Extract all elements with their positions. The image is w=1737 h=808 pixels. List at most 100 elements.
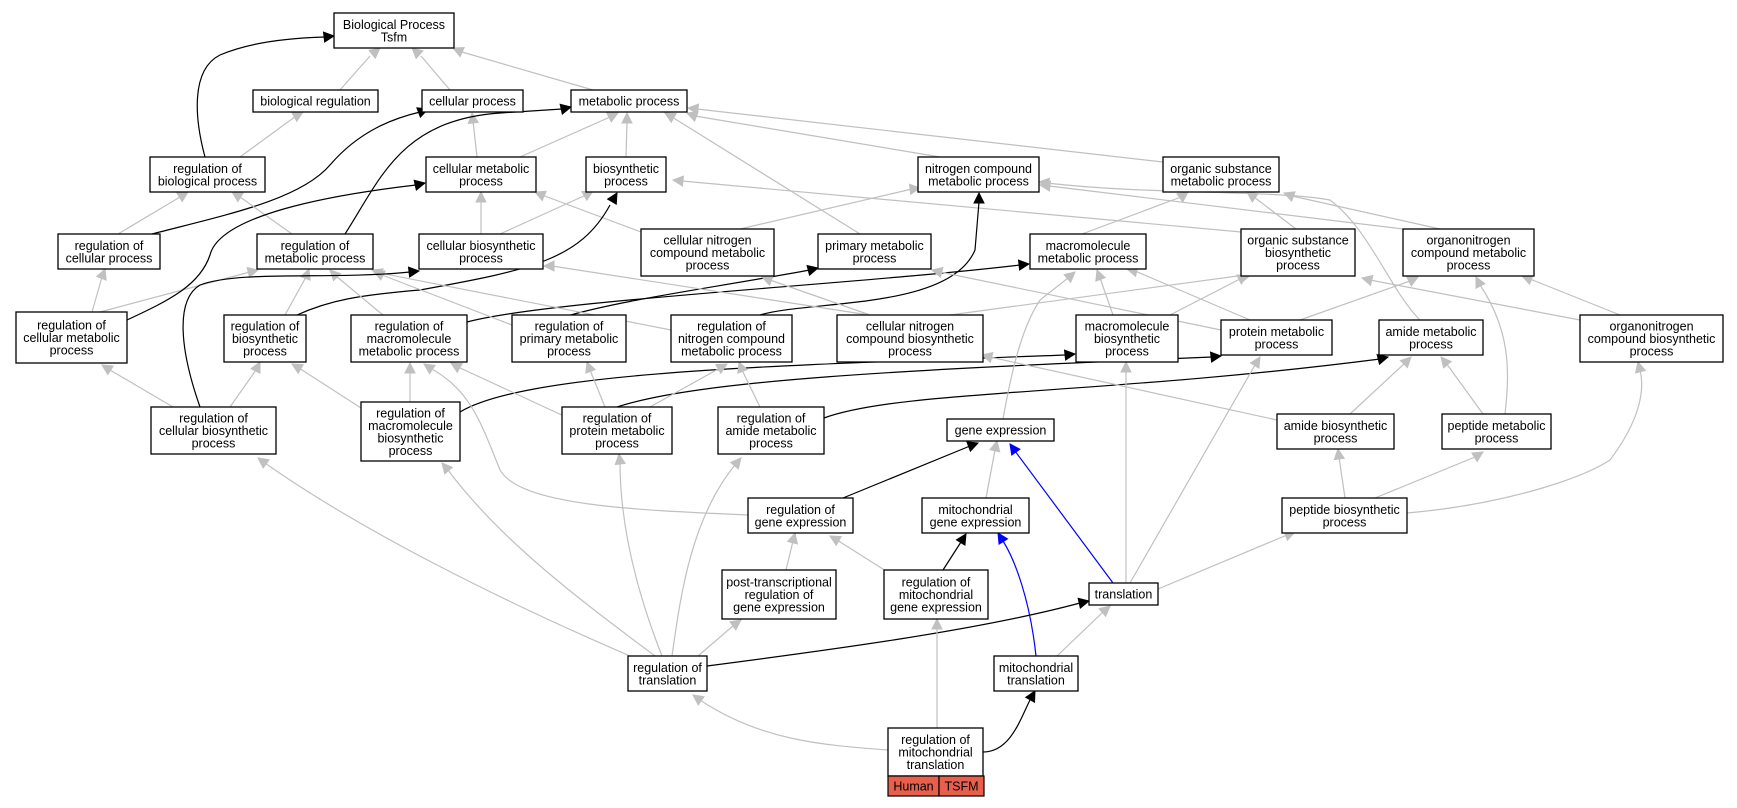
- edge-arrowhead: [1037, 177, 1051, 190]
- edge-arrowhead: [621, 111, 633, 124]
- node-translation[interactable]: translation: [1088, 582, 1159, 606]
- node-box: [223, 314, 307, 363]
- node-box: [149, 156, 266, 193]
- edge-peptbiosyn-to-oncbp: [1406, 360, 1647, 514]
- node-box: [883, 569, 989, 620]
- edge-arrowhead: [908, 183, 922, 196]
- edge-arrowhead: [451, 46, 465, 58]
- edge-arrowhead: [1360, 274, 1374, 287]
- edge-arrowhead: [404, 361, 416, 374]
- node-box: [1441, 413, 1552, 450]
- edge-arrowhead: [686, 103, 700, 115]
- edge-arrowhead: [413, 179, 427, 191]
- node-geneexp[interactable]: gene expression: [946, 418, 1055, 442]
- node-box: [817, 233, 932, 270]
- edge-line: [1299, 280, 1411, 321]
- node-box: [887, 727, 984, 777]
- edge-peptmet-to-oncmp: [1475, 275, 1509, 415]
- edge-regmacbiosyn-to-regbiosyn: [291, 363, 362, 409]
- edge-geneexp-to-macmet: [1002, 271, 1076, 420]
- edge-line: [616, 356, 1213, 408]
- edge-regtrans-to-regmacbiosyn: [441, 462, 656, 657]
- edge-arrowhead: [1471, 451, 1484, 463]
- edge-macbiosyn-to-macmet: [1095, 268, 1114, 316]
- node-cellproc[interactable]: cellular process: [421, 89, 524, 113]
- edge-line: [472, 120, 478, 158]
- edge-arrowhead: [95, 267, 107, 281]
- edge-regmacbiosyn-to-regmacmet: [404, 361, 416, 402]
- node-box: [1579, 314, 1724, 363]
- edge-ncmp-to-metab: [685, 111, 941, 158]
- node-box: [333, 12, 455, 49]
- edge-line: [335, 275, 384, 316]
- edge-arrowhead: [291, 363, 304, 375]
- edge-arrowhead: [966, 441, 980, 453]
- edge-arrowhead: [423, 363, 436, 375]
- edge-arrowhead: [989, 439, 1001, 453]
- edge-line: [842, 445, 971, 499]
- edge-line: [264, 462, 631, 657]
- edge-arrowhead: [973, 191, 985, 204]
- edge-translation-to-macbiosyn: [1120, 360, 1132, 583]
- edge-regcellmet-to-regmet: [99, 266, 260, 313]
- edge-arrowhead: [411, 47, 424, 60]
- edge-bioreg-to-root: [339, 47, 381, 91]
- edge-regtrans-to-regamidemet: [671, 457, 742, 657]
- edge-biosyn-to-metab: [621, 111, 633, 158]
- node-box: [627, 655, 708, 692]
- edge-line: [619, 461, 663, 657]
- edge-regbio-to-bioreg: [239, 111, 304, 158]
- node-box: [1088, 582, 1159, 606]
- edge-arrowhead: [299, 267, 311, 281]
- annotation-tag: Human TSFM: [887, 775, 985, 797]
- node-bioreg[interactable]: biological regulation: [252, 89, 379, 113]
- gene-cell: TSFM: [938, 775, 985, 797]
- node-metab[interactable]: metabolic process: [570, 89, 688, 113]
